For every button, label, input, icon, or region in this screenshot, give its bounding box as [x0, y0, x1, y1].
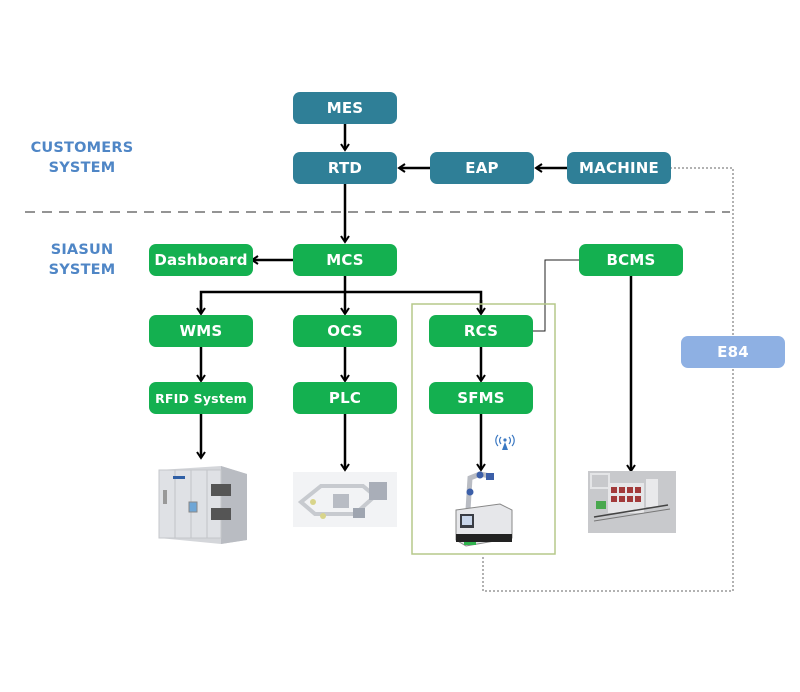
siasun-label-line2: SYSTEM: [48, 262, 116, 278]
node-machine-label: MACHINE: [579, 159, 659, 177]
line-rcs-bcms: [533, 259, 579, 332]
node-wms-label: WMS: [179, 322, 223, 340]
node-rfid-system[interactable]: RFID System: [149, 382, 253, 414]
node-sfms-label: SFMS: [457, 389, 505, 407]
node-rcs-label: RCS: [463, 322, 499, 340]
rcs-group-frame: [411, 303, 556, 555]
node-rfid-label: RFID System: [155, 390, 247, 406]
customers-system-label: CUSTOMERS SYSTEM: [22, 138, 142, 178]
node-rtd[interactable]: RTD: [293, 152, 397, 184]
buffer-storage-image: [588, 471, 676, 533]
node-machine[interactable]: MACHINE: [567, 152, 671, 184]
customers-label-line2: SYSTEM: [48, 160, 116, 176]
mobile-robot-image: [455, 471, 513, 547]
node-mcs-label: MCS: [326, 251, 364, 269]
node-ocs[interactable]: OCS: [293, 315, 397, 347]
overhead-conveyor-image: [293, 472, 397, 527]
node-mcs[interactable]: MCS: [293, 244, 397, 276]
node-bcms[interactable]: BCMS: [579, 244, 683, 276]
node-rtd-label: RTD: [327, 159, 363, 177]
node-rcs[interactable]: RCS: [429, 315, 533, 347]
wireless-signal-icon: [495, 434, 515, 450]
node-eap[interactable]: EAP: [430, 152, 534, 184]
stocker-cabinet-image: [158, 466, 247, 544]
node-e84[interactable]: E84: [681, 336, 785, 368]
siasun-system-label: SIASUN SYSTEM: [22, 240, 142, 280]
node-e84-label: E84: [717, 343, 749, 361]
node-dashboard-label: Dashboard: [154, 251, 248, 269]
node-wms[interactable]: WMS: [149, 315, 253, 347]
node-eap-label: EAP: [465, 159, 499, 177]
node-plc-label: PLC: [328, 389, 362, 407]
node-ocs-label: OCS: [327, 322, 363, 340]
node-sfms[interactable]: SFMS: [429, 382, 533, 414]
e84-dotted-link: [482, 167, 734, 592]
node-mes[interactable]: MES: [293, 92, 397, 124]
node-mes-label: MES: [326, 99, 364, 117]
node-dashboard[interactable]: Dashboard: [149, 244, 253, 276]
customers-label-line1: CUSTOMERS: [30, 140, 134, 156]
node-bcms-label: BCMS: [606, 251, 656, 269]
node-plc[interactable]: PLC: [293, 382, 397, 414]
siasun-label-line1: SIASUN: [50, 242, 114, 258]
line-distribution-bus: [199, 290, 483, 313]
